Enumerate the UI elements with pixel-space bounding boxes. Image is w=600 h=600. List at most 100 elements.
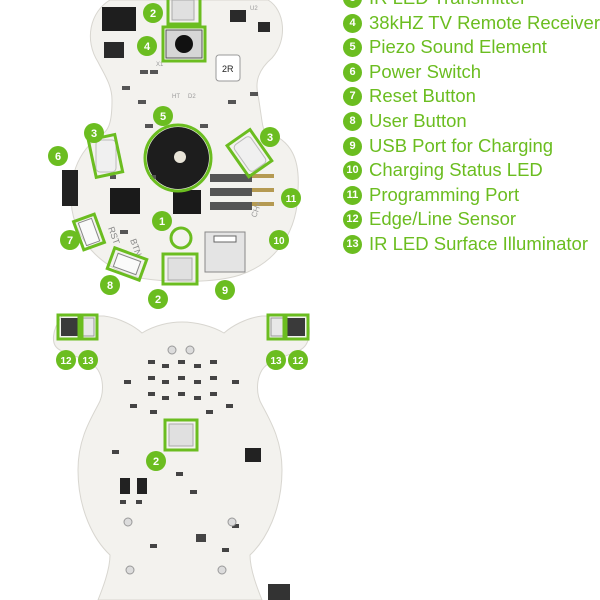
highlight-piezo (143, 123, 213, 193)
silk-d2: D2 (188, 94, 196, 100)
usb-port-socket (213, 235, 237, 243)
legend-item: 8 User Button (343, 109, 600, 134)
power-switch-body (62, 170, 78, 206)
callout-badge: 13 (78, 350, 98, 370)
legend-item: 5 Piezo Sound Element (343, 35, 600, 60)
rgb-led-top (171, 0, 195, 21)
legend-label: IR LED Transmitter (369, 0, 526, 8)
callout-badge: 1 (152, 211, 172, 231)
front-callouts: 2 4 5 3 3 6 1 11 7 10 8 2 9 (48, 3, 301, 309)
programming-header (210, 174, 274, 210)
svg-text:8: 8 (107, 280, 113, 292)
callout-badge: 11 (281, 188, 301, 208)
legend-label: Edge/Line Sensor (369, 208, 517, 230)
svg-text:2: 2 (155, 294, 161, 306)
callout-badge: 9 (215, 280, 235, 300)
chip-sot (258, 22, 270, 32)
legend-item: 10 Charging Status LED (343, 158, 600, 183)
silk-x1: X1 (156, 62, 164, 68)
silk-u2: U2 (250, 6, 258, 12)
chip-u1 (102, 7, 136, 31)
back-board (53, 315, 310, 600)
callout-badge: 3 (84, 123, 104, 143)
svg-text:1: 1 (159, 216, 165, 228)
callout-badge: 8 (100, 275, 120, 295)
svg-text:12: 12 (60, 356, 72, 367)
edge-sensor-right (287, 318, 305, 336)
highlight-rgb-bottom (161, 252, 199, 286)
back-callouts: 12 13 13 12 2 (56, 350, 308, 471)
callout-badge: 6 (48, 146, 68, 166)
svg-text:9: 9 (222, 285, 228, 297)
chip-main (110, 188, 140, 214)
rgb-led-back (168, 423, 194, 447)
transistor-left (120, 478, 130, 494)
legend-number-badge: 5 (343, 38, 362, 58)
chip-right (173, 190, 201, 214)
highlight-side-btn (105, 245, 149, 283)
silk-ht: HT (172, 94, 180, 100)
legend-label: User Button (369, 109, 467, 131)
ir-illuminator-right (270, 317, 284, 337)
legend-label: Charging Status LED (369, 159, 543, 181)
callout-badge: 2 (146, 451, 166, 471)
legend-number-badge: 4 (343, 13, 362, 33)
legend-item: 3 IR LED Transmitter (343, 0, 600, 11)
mounting-pads (123, 345, 237, 575)
silk-rx: 2R (222, 64, 234, 74)
legend-label: Power Switch (369, 60, 482, 82)
callout-badge: 7 (60, 230, 80, 250)
side-button-rst (77, 217, 101, 247)
callout-badge: 5 (153, 106, 173, 126)
legend-number-badge: 8 (343, 111, 362, 131)
callout-badge: 10 (269, 230, 289, 250)
legend-label: 38kHZ TV Remote Receiver (369, 11, 600, 33)
svg-text:13: 13 (270, 356, 282, 367)
callout-badge: 4 (137, 36, 157, 56)
legend-item: 6 Power Switch (343, 60, 600, 85)
svg-text:2: 2 (150, 8, 156, 20)
ir-illuminator-left (81, 317, 95, 337)
svg-text:4: 4 (144, 41, 151, 53)
callout-badge: 12 (56, 350, 76, 370)
legend-number-badge: 6 (343, 62, 362, 82)
callout-badge: 3 (260, 127, 280, 147)
svg-text:10: 10 (273, 236, 285, 247)
legend-label: Piezo Sound Element (369, 36, 547, 58)
callout-badge: 13 (266, 350, 286, 370)
back-highlights (56, 313, 310, 452)
highlight-charging-led (169, 226, 193, 250)
legend-item: 9 USB Port for Charging (343, 134, 600, 159)
highlight-edge-left (56, 313, 84, 341)
legend-item: 12 Edge/Line Sensor (343, 207, 600, 232)
highlight-reset-button (161, 25, 207, 63)
legend-number-badge: 9 (343, 136, 362, 156)
callout-badge: 2 (148, 289, 168, 309)
legend-number-badge: 10 (343, 161, 362, 181)
legend-label: USB Port for Charging (369, 134, 554, 156)
component-legend: 3 IR LED Transmitter 4 38kHZ TV Remote Rece… (343, 0, 600, 257)
legend-number-badge: 12 (343, 210, 362, 230)
legend-label: Reset Button (369, 85, 476, 107)
chip-qfp (104, 42, 124, 58)
ir-led-right-body (233, 136, 267, 172)
front-board: RST BTN CH+ 2R U2 X1 HT D2 (62, 0, 299, 282)
highlight-rgb-top (166, 0, 202, 26)
rgb-led-bottom (167, 257, 193, 281)
callout-badge: 12 (288, 350, 308, 370)
smd-components-back (112, 360, 257, 552)
svg-text:5: 5 (160, 111, 166, 123)
svg-text:13: 13 (82, 356, 94, 367)
legend-item: 4 38kHZ TV Remote Receiver (343, 11, 600, 36)
legend-number-badge: 3 (343, 0, 362, 8)
edge-sensor-left (61, 318, 79, 336)
ir-led-left-body (95, 139, 117, 173)
chip-back (245, 448, 261, 462)
svg-text:7: 7 (67, 235, 73, 247)
highlight-illuminator-left (77, 313, 99, 341)
svg-text:2: 2 (153, 456, 159, 468)
highlight-ir-right (224, 127, 274, 179)
